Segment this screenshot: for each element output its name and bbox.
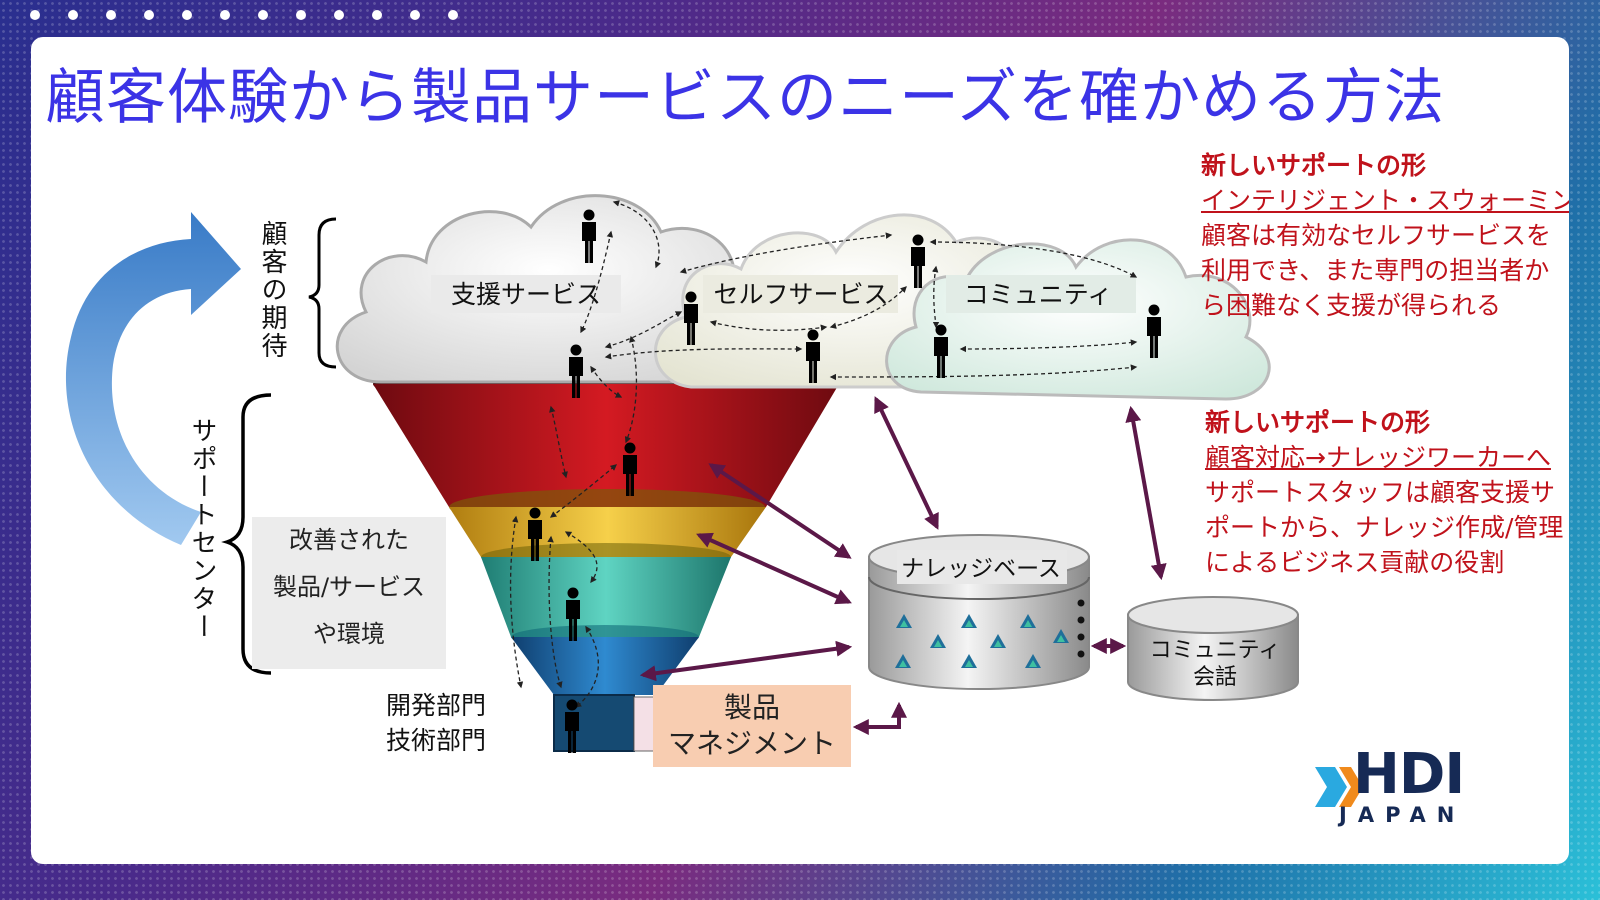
- community-conversation-cylinder: [1127, 596, 1299, 701]
- dept-line-1: 開発部門: [386, 691, 487, 720]
- hdi-logo-text: HDI: [1353, 742, 1465, 807]
- improved-line-2: 製品/サービス: [272, 573, 426, 601]
- support-center-label: サポートセンター: [187, 417, 217, 641]
- hdi-logo-sub: JAPAN: [1339, 803, 1466, 827]
- note-2-body: サポートスタッフは顧客支援サポートから、ナレッジ作成/管理によるビジネス貢献の役…: [1205, 478, 1564, 577]
- hdi-logo-icon: [1315, 767, 1363, 807]
- product-management-box: 製品 マネジメント: [653, 685, 851, 767]
- knowledge-base-label: ナレッジベース: [901, 556, 1061, 582]
- product-mgmt-line-2: マネジメント: [667, 727, 836, 760]
- needs-diagram: 支援サービス セルフサービス コミュニティ: [65, 194, 1299, 753]
- self-service-label: セルフサービス: [713, 280, 888, 309]
- note-1-head: 新しいサポートの形: [1201, 151, 1427, 180]
- community-conversation-label-2: 会話: [1193, 665, 1237, 690]
- assist-service-label: 支援サービス: [451, 280, 601, 309]
- note-knowledge-worker: 新しいサポートの形 顧客対応→ナレッジワーカーへ サポートスタッフは顧客支援サポ…: [1205, 405, 1567, 580]
- slide-panel: 顧客体験から製品サービスのニーズを確かめる方法: [31, 37, 1569, 864]
- note-1-body: 顧客は有効なセルフサービスを利用でき、また専門の担当者から困難なく支援が得られる: [1201, 221, 1552, 320]
- departments-label: 開発部門 技術部門: [386, 688, 486, 758]
- improved-line-1: 改善された: [289, 526, 409, 554]
- dept-line-2: 技術部門: [386, 726, 487, 755]
- brace-support-center: [221, 393, 272, 675]
- note-intelligent-swarming: 新しいサポートの形 インテリジェント・スウォーミング 顧客は有効なセルフサービス…: [1201, 148, 1569, 323]
- community-conversation-label-1: コミュニティ: [1150, 638, 1281, 663]
- improved-products-box: 改善された 製品/サービス や環境: [252, 517, 446, 669]
- note-2-head: 新しいサポートの形: [1205, 408, 1431, 437]
- decorative-dots: [30, 10, 458, 20]
- community-label: コミュニティ: [964, 280, 1113, 309]
- note-1-sub: インテリジェント・スウォーミング: [1201, 186, 1569, 215]
- note-2-sub: 顧客対応→ナレッジワーカーへ: [1205, 443, 1551, 472]
- dashed-connections: [509, 200, 1138, 708]
- slide-title: 顧客体験から製品サービスのニーズを確かめる方法: [45, 63, 1445, 133]
- brace-customer-expectation: [308, 217, 337, 369]
- customer-expectation-label: 顧客の期待: [257, 220, 287, 360]
- product-mgmt-line-1: 製品: [723, 691, 780, 724]
- relation-arrows: [639, 396, 1167, 735]
- cycle-arrow-icon: [65, 212, 241, 545]
- improved-line-3: や環境: [313, 620, 385, 648]
